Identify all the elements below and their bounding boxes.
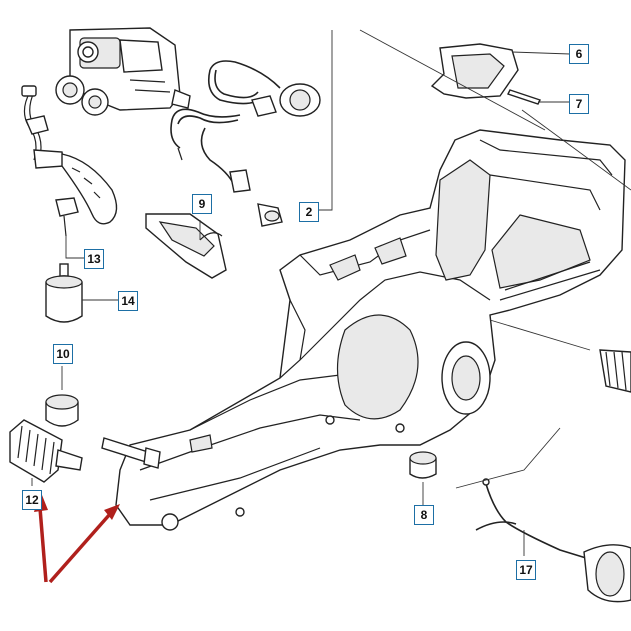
pin-part <box>507 89 541 105</box>
fuel-filter <box>55 197 79 237</box>
part-label-17: 17 <box>516 560 536 580</box>
spring-damper-right <box>599 349 631 393</box>
part-label-9: 9 <box>192 194 212 214</box>
mounting-bolt <box>101 437 161 469</box>
part-label-12: 12 <box>22 490 42 510</box>
carburetor-assembly <box>21 27 191 225</box>
spring-damper-left <box>9 419 83 483</box>
part-label-2: 2 <box>299 202 319 222</box>
sleeve-bushing <box>409 451 437 479</box>
lever-part <box>430 43 519 99</box>
part-label-8: 8 <box>414 505 434 525</box>
hose-plug <box>257 203 283 227</box>
crankcase-housing <box>115 129 626 531</box>
part-label-6: 6 <box>569 44 589 64</box>
red-arrow-icon <box>34 490 120 584</box>
part-label-10: 10 <box>53 344 73 364</box>
part-label-7: 7 <box>569 94 589 114</box>
throttle-wire <box>475 478 631 603</box>
fuel-hose-primer <box>170 60 321 193</box>
bracket-part <box>145 213 227 279</box>
part-label-13: 13 <box>84 249 104 269</box>
part-label-14: 14 <box>118 291 138 311</box>
fuel-weight <box>45 263 83 323</box>
rubber-buffer <box>45 394 79 427</box>
